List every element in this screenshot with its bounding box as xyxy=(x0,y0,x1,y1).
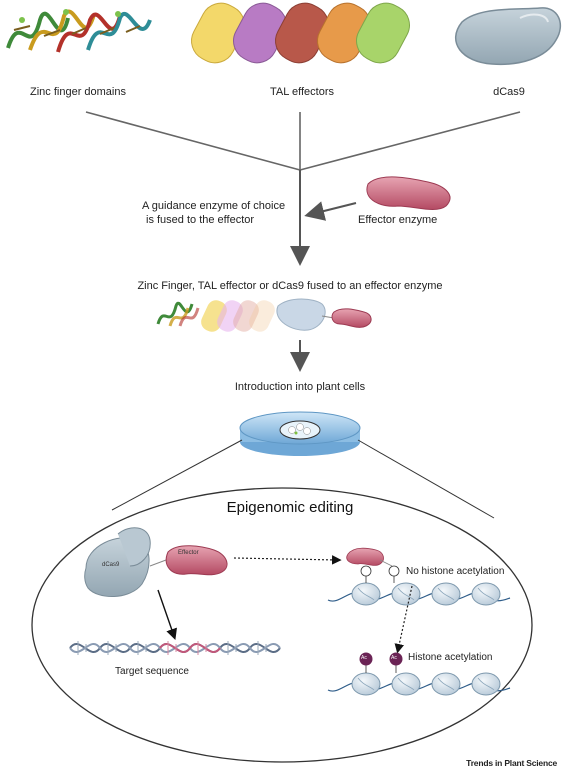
dna-helix-icon xyxy=(69,641,281,655)
inset-title: Epigenomic editing xyxy=(226,499,354,516)
introduction-label: Introduction into plant cells xyxy=(234,381,366,393)
fusion-construct-icon xyxy=(156,298,372,332)
effector-join-arrow xyxy=(304,201,357,221)
nucleosome-array-bottom xyxy=(327,652,511,696)
tal-effectors-label: TAL effectors xyxy=(270,86,334,98)
inset-dcas9-icon xyxy=(84,527,151,598)
dcas9-label: dCas9 xyxy=(493,86,525,98)
small-effector-icon xyxy=(346,547,393,567)
journal-credit: Trends in Plant Science xyxy=(466,758,557,768)
inset-effector-icon xyxy=(165,545,228,576)
fusion-label: Zinc Finger, TAL effector or dCas9 fused… xyxy=(137,280,443,292)
dcas9-icon xyxy=(455,7,561,66)
zoom-lines xyxy=(111,439,495,519)
no-acetylation-label: No histone acetylation xyxy=(406,566,505,577)
dotted-arrow xyxy=(233,555,342,565)
guidance-text-line1: A guidance enzyme of choice xyxy=(142,200,286,212)
petri-dish-icon xyxy=(239,411,361,456)
tal-effectors-icon xyxy=(191,2,410,64)
ac-badge-2: Ac xyxy=(391,655,397,661)
inset-effector-label: Effector xyxy=(178,550,199,556)
inset-ellipse xyxy=(31,487,533,763)
zinc-finger-structure-icon xyxy=(6,9,152,53)
acetylation-label: Histone acetylation xyxy=(408,652,493,663)
guidance-text-line2: is fused to the effector xyxy=(146,214,255,226)
zinc-finger-label: Zinc finger domains xyxy=(30,86,126,98)
effector-enzyme-icon xyxy=(366,176,451,211)
ac-badge-1: Ac xyxy=(361,655,367,661)
inset-linker xyxy=(149,559,167,567)
acetylation-arrow xyxy=(394,585,413,654)
nucleosome-array-top xyxy=(327,565,511,606)
target-sequence-label: Target sequence xyxy=(115,666,189,677)
converging-lines xyxy=(85,111,521,171)
inset-dcas9-label: dCas9 xyxy=(102,562,120,568)
target-arrow xyxy=(157,589,177,640)
effector-enzyme-label: Effector enzyme xyxy=(358,214,438,226)
